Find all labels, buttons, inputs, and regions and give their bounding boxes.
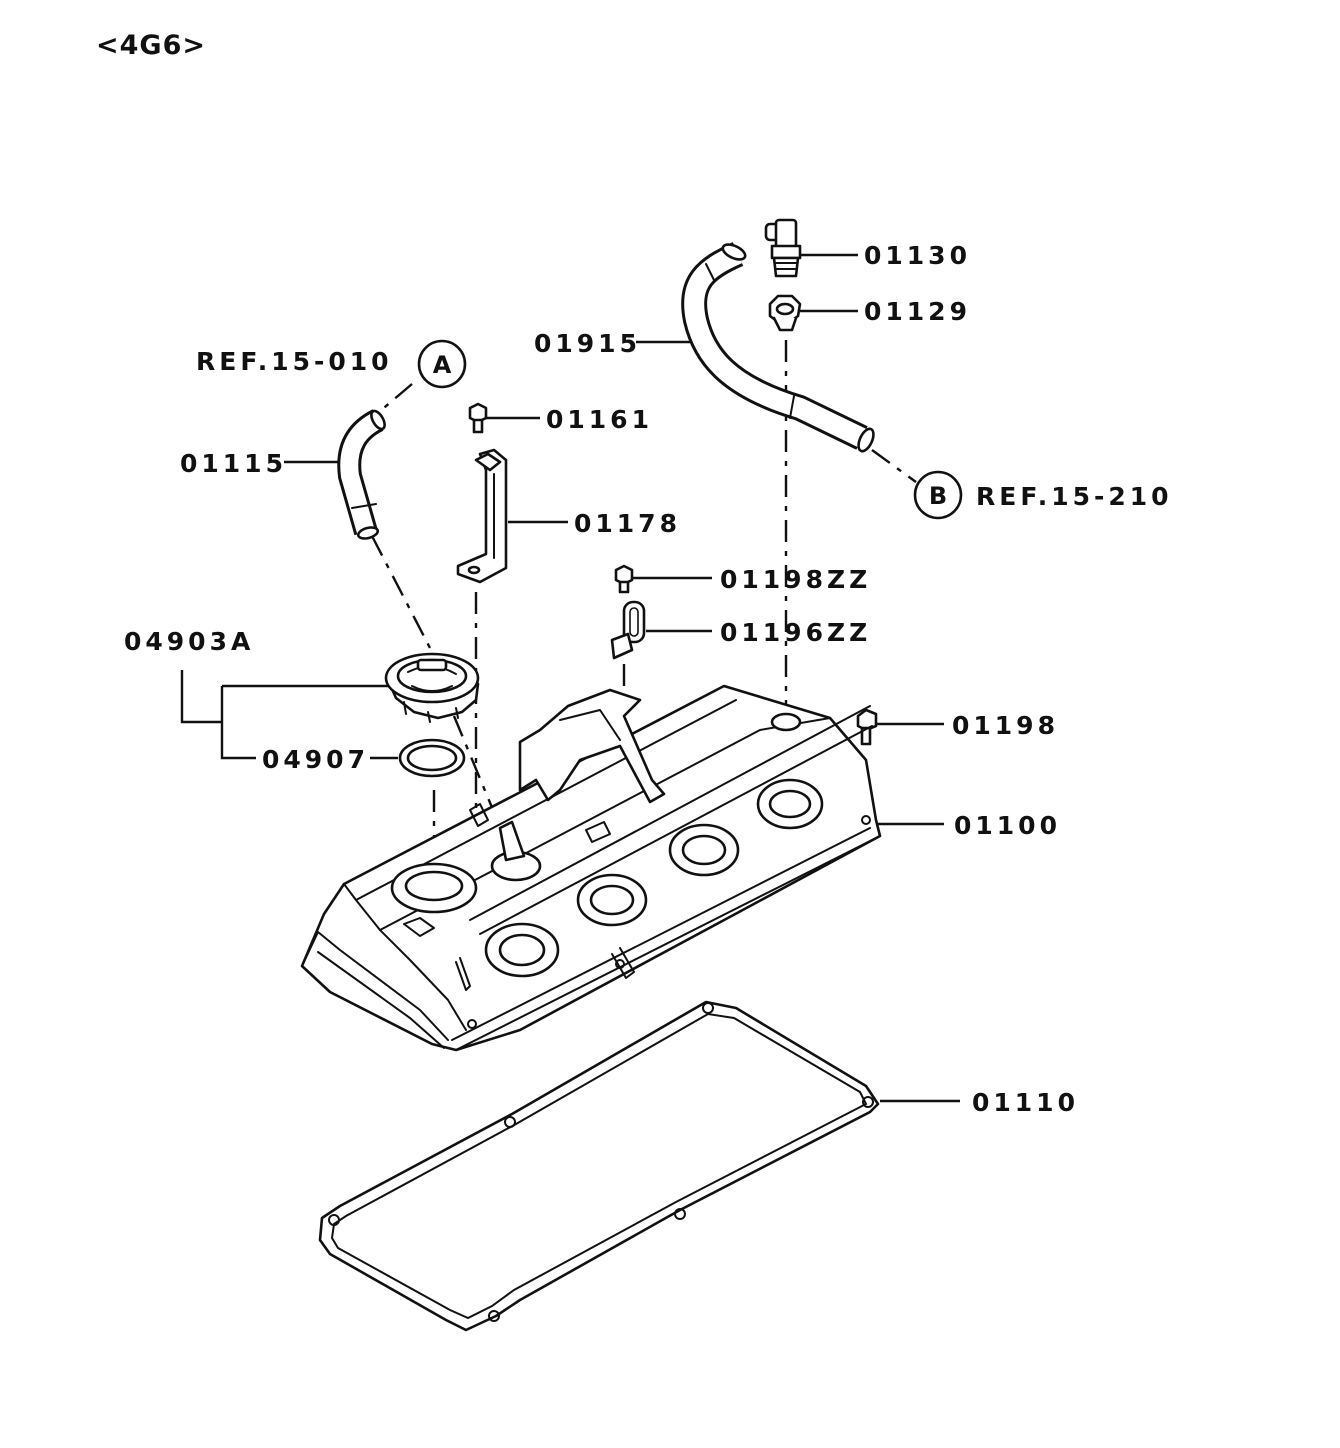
label-04907: 04907 [262,745,369,774]
bracket-01196zz-part [610,600,646,660]
rocker-cover-gasket-part [318,1000,880,1332]
oil-filler-cap-part [384,652,480,723]
rocker-cover-part [300,684,882,1052]
leader-lines [180,253,960,1103]
circle-b-label: B [929,482,947,510]
breather-hose-part [681,242,875,453]
circle-callout-a: A [417,339,467,389]
label-01196zz: 01196ZZ [720,618,871,647]
label-01110: 01110 [972,1088,1079,1117]
label-01115: 01115 [180,449,287,478]
bolt-01198zz-part [614,564,634,594]
label-04903a: 04903A [124,627,254,656]
bolt-01198-part [856,708,878,746]
cap-gasket-part [398,738,466,778]
label-01198: 01198 [952,711,1059,740]
circle-a-label: A [433,351,452,379]
bolt-01161-part [468,402,488,434]
label-01129: 01129 [864,297,971,326]
label-01161: 01161 [546,405,653,434]
pcv-valve-part [764,218,802,278]
diagram-title: <4G6> [96,30,206,61]
ref-a-label: REF.15-010 [196,347,393,376]
label-01198zz: 01198ZZ [720,565,871,594]
circle-callout-b: B [913,470,963,520]
part-labels: REF.15-010 REF.15-210 01130 01129 01915 … [124,241,1173,1117]
ref-b-label: REF.15-210 [976,482,1173,511]
bracket-01178-part [456,448,508,584]
label-01100: 01100 [954,811,1061,840]
grommet-part [768,294,802,332]
label-01178: 01178 [574,509,681,538]
label-01915: 01915 [534,329,641,358]
small-hose-part [337,409,386,540]
label-01130: 01130 [864,241,971,270]
